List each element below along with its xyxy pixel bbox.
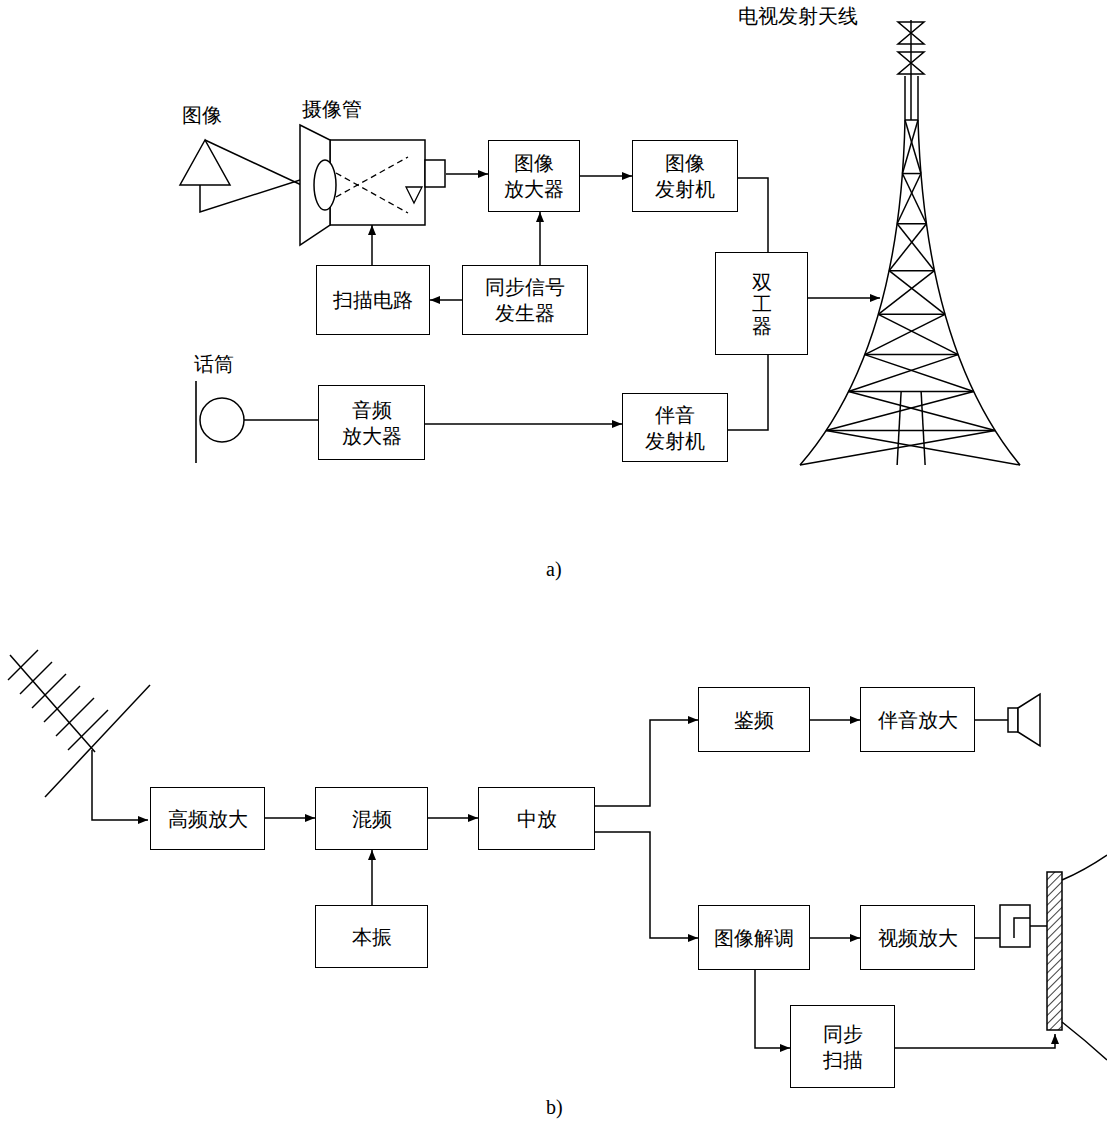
process-box: 本振	[315, 905, 428, 968]
process-box: 图像 放大器	[488, 140, 580, 212]
process-box: 图像 发射机	[632, 140, 738, 212]
process-box: 音频 放大器	[318, 385, 425, 460]
box-label: 高频放大	[168, 806, 248, 832]
signal-connector	[808, 297, 880, 299]
signal-connector	[810, 719, 860, 721]
signal-connector	[728, 355, 768, 430]
node-heading: 电视发射天线	[738, 5, 858, 28]
signal-connector	[755, 970, 790, 1048]
object-label: 图像	[182, 104, 222, 127]
box-label: 图像解调	[714, 925, 794, 951]
signal-connector	[810, 937, 860, 939]
box-label: 伴音放大	[878, 707, 958, 733]
signal-connector	[430, 299, 462, 301]
box-label: 中放	[517, 806, 557, 832]
signal-connector	[580, 175, 632, 177]
process-box: 图像解调	[698, 905, 810, 970]
figure-tag: a)	[546, 558, 562, 581]
signal-connector	[371, 850, 373, 905]
process-box: 混频	[315, 787, 428, 850]
process-box: 高频放大	[150, 787, 265, 850]
signal-connector	[539, 212, 541, 265]
camera-tube: 摄像管	[300, 125, 446, 245]
process-box: 同步信号 发生器	[462, 265, 588, 335]
speaker	[975, 694, 1040, 746]
signal-connector	[738, 178, 768, 252]
signal-connector	[371, 225, 373, 265]
node-heading: 摄像管	[302, 98, 362, 121]
process-box: 鉴频	[698, 687, 810, 752]
box-label: 同步信号 发生器	[485, 274, 565, 326]
microphone: 话筒	[196, 397, 244, 443]
signal-connector	[446, 173, 488, 175]
box-label: 混频	[352, 806, 392, 832]
signal-connector	[244, 419, 318, 421]
microphone	[196, 397, 244, 443]
node-heading: 话筒	[194, 353, 234, 376]
figure-tag: b)	[546, 1096, 563, 1119]
box-label: 同步 扫描	[823, 1021, 863, 1073]
signal-connector	[595, 832, 698, 938]
process-box: 同步 扫描	[790, 1005, 895, 1088]
signal-connector	[428, 817, 478, 819]
box-label: 伴音 发射机	[645, 402, 705, 454]
process-box: 视频放大	[860, 905, 975, 970]
camera-tube	[300, 125, 446, 245]
process-box: 中放	[478, 787, 595, 850]
signal-connector	[265, 817, 315, 819]
box-label: 图像 发射机	[655, 150, 715, 202]
transmitting-tower: 电视发射天线	[800, 20, 1022, 465]
vertical-box: 双工器	[715, 252, 808, 355]
box-label: 本振	[352, 924, 392, 950]
box-label: 视频放大	[878, 925, 958, 951]
box-label: 图像 放大器	[504, 150, 564, 202]
signal-connector	[595, 720, 698, 806]
process-box: 伴音放大	[860, 687, 975, 752]
box-label: 双工器	[752, 271, 772, 337]
box-label: 扫描电路	[333, 287, 413, 313]
process-box: 扫描电路	[316, 265, 430, 335]
process-box: 伴音 发射机	[622, 393, 728, 462]
receiving-antenna	[8, 650, 150, 820]
box-label: 音频 放大器	[342, 397, 402, 449]
transmitting-tower	[800, 20, 1022, 465]
box-label: 鉴频	[734, 707, 774, 733]
signal-connector	[425, 423, 622, 425]
